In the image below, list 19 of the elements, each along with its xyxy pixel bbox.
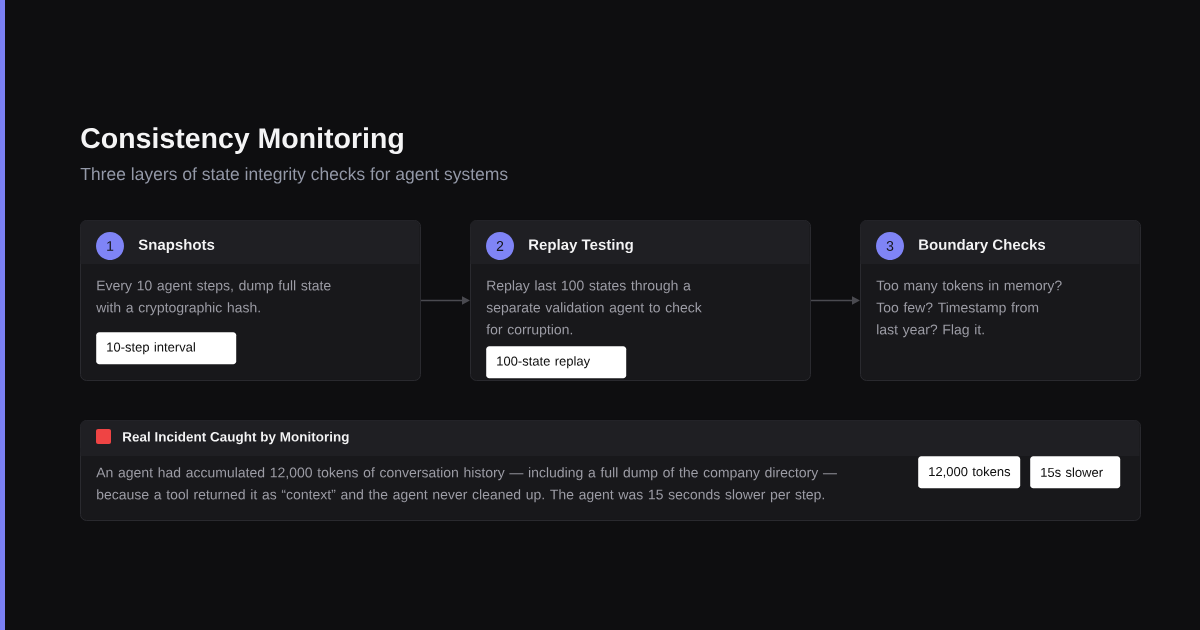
card-title: Real Incident Caught by Monitoring [123,431,349,445]
number-badge: 3 [876,232,904,260]
card-text: An agent had accumulated 12,000 tokens of conversation history — including a full dump of the company directory — because a tool returned it as “context” and the agent never cleaned up. The agent was 15 seconds slower per step. [96,467,837,503]
tag: 100-state replay [486,346,627,379]
tag: 15s slower [1030,456,1121,489]
card-text: Too many tokens in memory? Too few? Timestamp from last year? Flag it. [876,280,1062,338]
arrow [420,296,470,305]
arrow [810,296,860,305]
card-title: Replay Testing [529,238,633,253]
number-badge: 1 [96,232,124,260]
card-title: Snapshots [138,239,215,253]
title: Consistency Monitoring [81,127,403,155]
tag: 12,000 tokens [918,456,1021,489]
card-text: Every 10 agent steps, dump full state with a cryptographic hash. [96,280,331,316]
card-text: Replay last 100 states through a separate validation agent to check for corruption. [486,280,702,338]
number-badge: 2 [486,232,514,260]
subtitle: Three layers of state integrity checks for agent systems [80,167,508,184]
card-title: Boundary Checks [919,239,1046,253]
tag: 10-step interval [96,332,237,365]
